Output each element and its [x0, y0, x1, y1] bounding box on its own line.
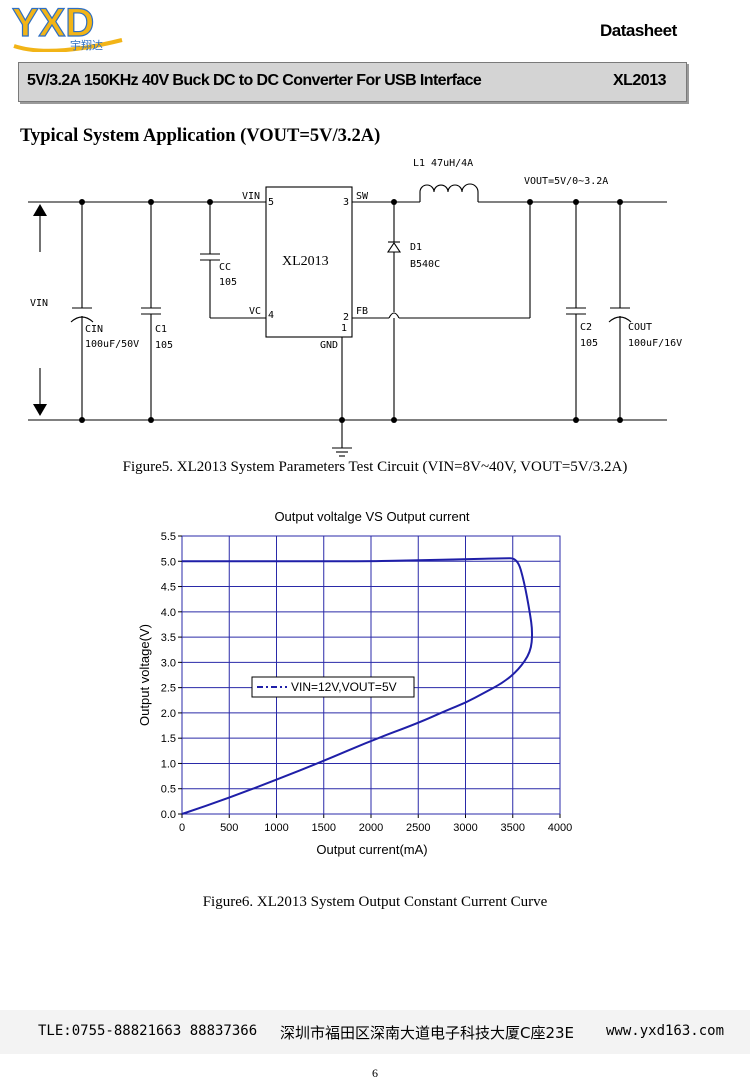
x-tick-label: 2500 — [406, 822, 430, 834]
circuit-junctions — [79, 199, 623, 423]
circuit-arrows — [33, 204, 47, 416]
pin-vc-number: 4 — [268, 310, 274, 321]
diode-name: D1 — [410, 242, 422, 253]
y-tick-label: 0.0 — [161, 809, 176, 821]
pin-vin-label: VIN — [242, 191, 260, 202]
figure6-caption: Figure6. XL2013 System Output Constant C… — [202, 894, 548, 910]
x-tick-label: 2000 — [359, 822, 383, 834]
yxd-logo: YXD 宇翔达 — [11, 0, 123, 52]
cout-name: COUT — [628, 322, 652, 333]
logo-subtext: 宇翔达 — [70, 38, 103, 52]
y-tick-label: 4.0 — [161, 607, 176, 619]
application-circuit: VIN 5 SW 3 VC 4 FB 2 1 GND L1 47uH/4A VO… — [28, 158, 682, 457]
x-tick-label: 0 — [179, 822, 185, 834]
x-tick-label: 1000 — [264, 822, 288, 834]
cc-name: CC — [219, 262, 231, 273]
c1-name: C1 — [155, 324, 167, 335]
y-tick-label: 4.5 — [161, 582, 176, 594]
x-tick-label: 1500 — [312, 822, 336, 834]
x-tick-label: 4000 — [548, 822, 572, 834]
y-tick-label: 5.5 — [161, 531, 176, 543]
chart-title: Output voltalge VS Output current — [274, 509, 470, 524]
x-tick-label: 3000 — [453, 822, 477, 834]
y-tick-label: 3.5 — [161, 632, 176, 644]
legend-label: VIN=12V,VOUT=5V — [291, 680, 397, 694]
y-tick-label: 1.5 — [161, 733, 176, 745]
title-bar: 5V/3.2A 150KHz 40V Buck DC to DC Convert… — [18, 62, 687, 102]
y-axis-label: Output voltage(V) — [137, 624, 152, 726]
pin-fb-number: 2 — [343, 312, 349, 323]
ic-name: XL2013 — [282, 254, 329, 269]
pin-sw-label: SW — [356, 191, 369, 202]
vin-label: VIN — [30, 298, 48, 309]
y-tick-label: 1.0 — [161, 758, 176, 770]
y-tick-label: 3.0 — [161, 657, 176, 669]
chart-tick-labels: 0 500 1000 1500 2000 2500 3000 3500 4000 0.0 0.5 1.… — [161, 531, 573, 834]
x-axis-label: Output current(mA) — [316, 842, 427, 857]
legend: VIN=12V,VOUT=5V — [251, 676, 415, 698]
cin-value: 100uF/50V — [85, 339, 139, 350]
x-tick-label: 500 — [220, 822, 238, 834]
diode-part: B540C — [410, 259, 440, 270]
pin-gnd-number: 1 — [341, 323, 347, 334]
page-number: 6 — [372, 1066, 378, 1080]
document-title: 5V/3.2A 150KHz 40V Buck DC to DC Convert… — [27, 72, 482, 89]
pin-vin-number: 5 — [268, 197, 274, 208]
footer: TLE:0755-88821663 88837366 深圳市福田区深南大道电子科… — [0, 1010, 750, 1054]
circuit-wires — [28, 183, 667, 457]
pin-fb-label: FB — [356, 306, 368, 317]
c2-value: 105 — [580, 338, 598, 349]
pin-gnd-label: GND — [320, 340, 338, 351]
y-tick-label: 0.5 — [161, 784, 176, 796]
y-tick-label: 2.5 — [161, 683, 176, 695]
c1-value: 105 — [155, 340, 173, 351]
pin-vc-label: VC — [249, 306, 261, 317]
c2-name: C2 — [580, 322, 592, 333]
y-tick-label: 2.0 — [161, 708, 176, 720]
cin-name: CIN — [85, 324, 103, 335]
x-tick-label: 3500 — [501, 822, 525, 834]
document-type: Datasheet — [600, 21, 677, 40]
footer-address: 深圳市福田区深南大道电子科技大厦C座23E — [280, 1024, 575, 1042]
footer-website: www.yxd163.com — [606, 1023, 725, 1039]
vout-label: VOUT=5V/0~3.2A — [524, 176, 608, 187]
figure5-caption: Figure5. XL2013 System Parameters Test C… — [122, 459, 628, 475]
series-line — [181, 557, 534, 815]
footer-telephone: TLE:0755-88821663 88837366 — [38, 1023, 258, 1039]
part-number: XL2013 — [612, 72, 667, 89]
y-tick-label: 5.0 — [161, 556, 176, 568]
output-curve-chart: 0 500 1000 1500 2000 2500 3000 3500 4000 0.0 0.5 1.… — [137, 531, 573, 857]
cout-value: 100uF/16V — [628, 338, 682, 349]
cc-value: 105 — [219, 277, 237, 288]
inductor-label: L1 47uH/4A — [413, 158, 473, 169]
pin-sw-number: 3 — [343, 197, 349, 208]
svg-text:YXD: YXD — [12, 1, 94, 45]
chart-grid — [178, 535, 561, 818]
section-title: Typical System Application (VOUT=5V/3.2A… — [20, 126, 381, 146]
